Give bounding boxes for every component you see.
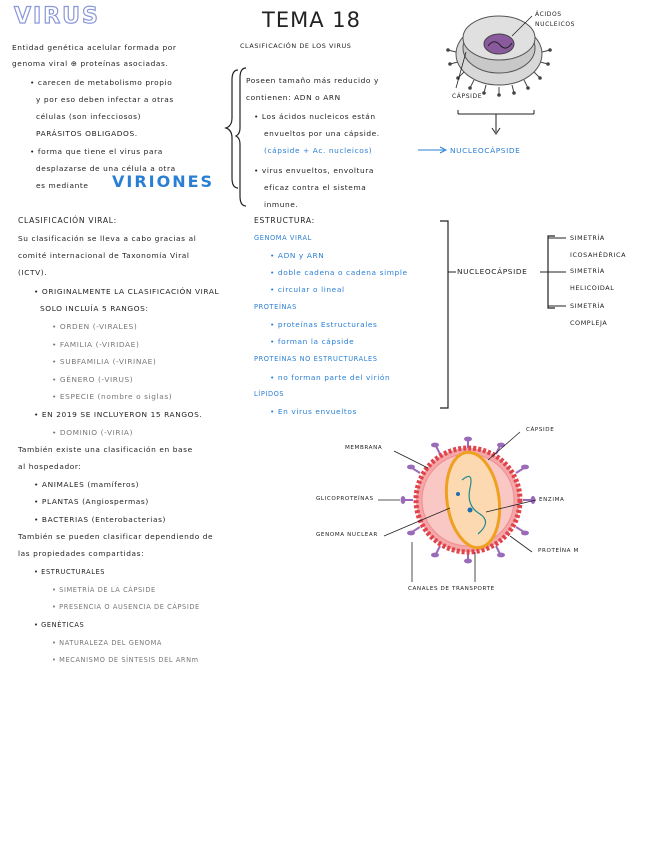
clas-line: Su clasificación se lleva a cabo gracias… xyxy=(18,234,197,243)
estructura-item: • doble cadena o cadena simple xyxy=(270,268,408,277)
virion-label-genoma-nuclear: GENOMA NUCLEAR xyxy=(316,532,378,538)
symmetry-label: SIMETRÍA xyxy=(570,302,605,310)
estructura-subheading: PROTEÍNAS xyxy=(254,303,297,311)
estructura-subheading: GENOMA VIRAL xyxy=(254,234,312,242)
top-down-bracket xyxy=(457,110,535,135)
prop-item: • PRESENCIA O AUSENCIA DE CÁPSIDE xyxy=(52,603,200,611)
viriones-label: VIRIONES xyxy=(112,172,215,191)
estructura-item: • no forman parte del virión xyxy=(270,373,391,382)
brace-mid xyxy=(234,67,247,207)
clas-line: • EN 2019 SE INCLUYERON 15 RANGOS. xyxy=(34,410,203,419)
virion-pointers xyxy=(378,431,537,582)
host-item: • BACTERIAS (Enterobacterias) xyxy=(34,515,167,524)
clas-line: SOLO INCLUÍA 5 RANGOS: xyxy=(40,304,149,313)
symmetry-label: SIMETRÍA xyxy=(570,234,605,242)
rank-item: • ORDEN (-VIRALES) xyxy=(52,322,138,331)
virion-label-enzima: ENZIMA xyxy=(539,497,565,503)
symmetry-label: COMPLEJA xyxy=(570,319,608,327)
virion-capsid xyxy=(444,450,502,550)
mid-line: • virus envueltos, envoltura xyxy=(254,166,375,175)
top-virus-genome xyxy=(487,41,513,49)
virion-diagram xyxy=(378,431,537,582)
virion-enzyme xyxy=(456,492,460,496)
symmetry-label: SIMETRÍA xyxy=(570,267,605,275)
prop-heading: • ESTRUCTURALES xyxy=(34,568,106,576)
diagram-label-acidos: ÁCIDOS xyxy=(535,11,562,18)
symmetry-label: HELICOIDAL xyxy=(570,284,615,292)
estructura-item: • circular o lineal xyxy=(270,285,345,294)
intro-bullet: • carecen de metabolismo propio xyxy=(30,78,173,87)
prop-heading: • GENÉTICAS xyxy=(34,621,85,629)
nucleocapside-branch-label: NUCLEOCÁPSIDE xyxy=(457,267,528,276)
intro-line: genoma viral ⊕ proteínas asociadas. xyxy=(12,59,169,68)
virion-genome xyxy=(461,475,487,535)
rank-item: • DOMINIO (-VIRIA) xyxy=(52,428,134,437)
prop-item: • MECANISMO DE SÍNTESIS DEL ARNm xyxy=(52,656,199,664)
symmetry-label: ICOSAHÉDRICA xyxy=(570,251,627,259)
virion-label-membrana: MEMBRANA xyxy=(345,445,383,451)
clas-line: al hospedador: xyxy=(18,462,82,471)
mid-line: eficaz contra el sistema xyxy=(264,183,367,192)
virion-label-glicoproteinas: GLICOPROTEÍNAS xyxy=(316,496,374,502)
clas-line: • ORIGINALMENTE LA CLASIFICACIÓN VIRAL xyxy=(34,287,220,296)
intro-bullet: PARÁSITOS OBLIGADOS. xyxy=(36,129,138,138)
intro-bullet: es mediante xyxy=(36,181,89,190)
virion-label-canales: CANALES DE TRANSPORTE xyxy=(408,586,495,592)
rank-item: • ESPECIE (nombre o siglas) xyxy=(52,392,173,401)
clas-line: (ICTV). xyxy=(18,268,48,277)
host-item: • ANIMALES (mamíferos) xyxy=(34,480,140,489)
intro-bullet: desplazarse de una célula a otra xyxy=(36,164,176,173)
virion-label-proteina-m: PROTEÍNA M xyxy=(538,548,579,554)
mid-line: inmune. xyxy=(264,200,299,209)
mid-line: Poseen tamaño más reducido y xyxy=(246,76,379,85)
mid-line: • Los ácidos nucleicos están xyxy=(254,112,376,121)
clas-line: También existe una clasificación en base xyxy=(18,445,193,454)
estructura-subheading: LÍPIDOS xyxy=(254,390,285,398)
section-heading: CLASIFICACIÓN VIRAL: xyxy=(18,216,117,225)
page-title-tema: TEMA 18 xyxy=(262,8,361,32)
rank-item: • FAMILIA (-VIRIDAE) xyxy=(52,340,140,349)
section-heading: CLASIFICACIÓN DE LOS VIRUS xyxy=(240,42,352,50)
rank-item: • GÉNERO (-VIRUS) xyxy=(52,375,134,384)
intro-bullet: • forma que tiene el virus para xyxy=(30,147,163,156)
estructura-item: • forman la cápside xyxy=(270,337,355,346)
host-item: • PLANTAS (Angiospermas) xyxy=(34,497,149,506)
clas-line: comité internacional de Taxonomía Viral xyxy=(18,251,190,260)
rank-item: • SUBFAMILIA (-VIRINAE) xyxy=(52,357,157,366)
arrow-nucleocapside-head xyxy=(439,146,448,154)
virion-label-capside: CÁPSIDE xyxy=(526,427,555,433)
prop-item: • NATURALEZA DEL GENOMA xyxy=(52,639,162,647)
intro-bullet: y por eso deben infectar a otras xyxy=(36,95,174,104)
intro-line: Entidad genética acelular formada por xyxy=(12,43,177,52)
clas-line: las propiedades compartidas: xyxy=(18,549,145,558)
top-virus-arrow-acidos xyxy=(511,15,533,37)
estructura-bracket xyxy=(440,220,449,409)
mid-line: contienen: ADN o ARN xyxy=(246,93,341,102)
estructura-item: • En virus envueltos xyxy=(270,407,357,416)
estructura-subheading: PROTEÍNAS NO ESTRUCTURALES xyxy=(254,355,378,363)
top-virus-arrow-capside xyxy=(455,51,467,89)
prop-item: • SIMETRÍA DE LA CÁPSIDE xyxy=(52,586,156,594)
page-title-virus: VIRUS xyxy=(13,3,100,29)
diagram-label-nucleicos: NUCLEICOS xyxy=(535,21,576,28)
nucleocapside-label: NUCLEOCÁPSIDE xyxy=(450,146,521,155)
top-virus-diagram xyxy=(446,15,552,97)
clas-line: También se pueden clasificar dependiendo… xyxy=(18,532,214,541)
mid-line: (cápside + Ac. nucleicos) xyxy=(264,146,373,155)
brace-left xyxy=(224,69,239,189)
estructura-item: • ADN y ARN xyxy=(270,251,325,260)
virion-enzyme xyxy=(467,507,473,513)
section-heading: ESTRUCTURA: xyxy=(254,216,315,225)
virion-spike-heads xyxy=(400,436,536,564)
estructura-item: • proteínas Estructurales xyxy=(270,320,378,329)
diagram-label-capside: CÁPSIDE xyxy=(452,93,483,100)
mid-line: envueltos por una cápside. xyxy=(264,129,380,138)
intro-bullet: células (son infecciosos) xyxy=(36,112,142,121)
